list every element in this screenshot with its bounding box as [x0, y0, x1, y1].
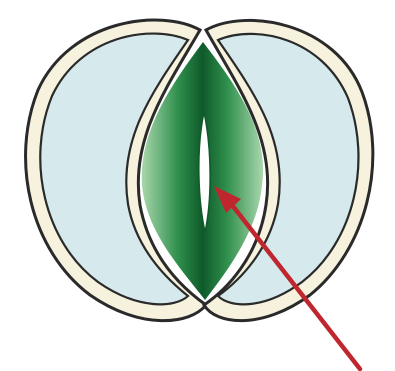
- stoma-diagram: [0, 0, 395, 371]
